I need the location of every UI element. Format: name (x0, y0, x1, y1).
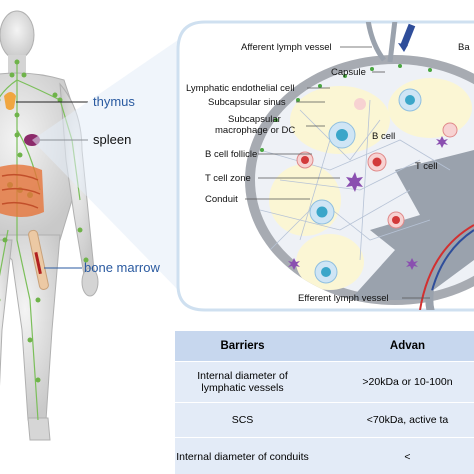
table-row: SCS <70kDa, active ta (175, 402, 474, 438)
table-row: Internal diameter of conduits < (175, 437, 474, 474)
table-cell: < (310, 437, 474, 474)
label-afferent-lymph-vessel: Afferent lymph vessel (241, 42, 332, 53)
label-subcapsular-sinus: Subcapsular sinus (208, 97, 286, 108)
table-cell: SCS (175, 402, 310, 438)
label-b-cell: B cell (372, 131, 396, 142)
table-header-barriers: Barriers (175, 331, 310, 362)
table-cell: <70kDa, active ta (310, 402, 474, 438)
conduit-network (259, 99, 451, 261)
label-t-cell-zone: T cell zone (205, 173, 251, 184)
label-efferent-lymph-vessel: Efferent lymph vessel (298, 293, 389, 304)
label-lymphatic-endothelial-cell: Lymphatic endothelial cell (186, 83, 295, 94)
organ-label-thymus: thymus (93, 94, 135, 109)
table-cell: Internal diameter of lymphatic vessels (175, 361, 310, 403)
label-b-cell-follicle: B cell follicle (205, 149, 258, 160)
organ-label-bone-marrow: bone marrow (84, 260, 160, 275)
organ-label-spleen: spleen (93, 132, 132, 147)
barriers-table: Barriers Advan Internal diameter of lymp… (175, 331, 474, 474)
human-body (0, 10, 99, 441)
table-cell: >20kDa or 10-100n (310, 361, 474, 403)
table-row: Internal diameter of lymphatic vessels >… (175, 361, 474, 403)
label-capsule: Capsule (331, 67, 366, 78)
label-macrophage-or-dc: macrophage or DC (215, 125, 296, 136)
table-header-row: Barriers Advan (175, 331, 474, 362)
table-header-advantages: Advan (310, 331, 474, 362)
thymus-organ (4, 92, 16, 110)
label-top-right-clipped: Ba (458, 42, 470, 53)
intestine-organ (0, 164, 44, 217)
label-subcapsular-1: Subcapsular (228, 114, 281, 125)
label-conduit: Conduit (205, 194, 238, 205)
label-t-cell: T cell (415, 161, 438, 172)
table-cell: Internal diameter of conduits (175, 437, 310, 474)
